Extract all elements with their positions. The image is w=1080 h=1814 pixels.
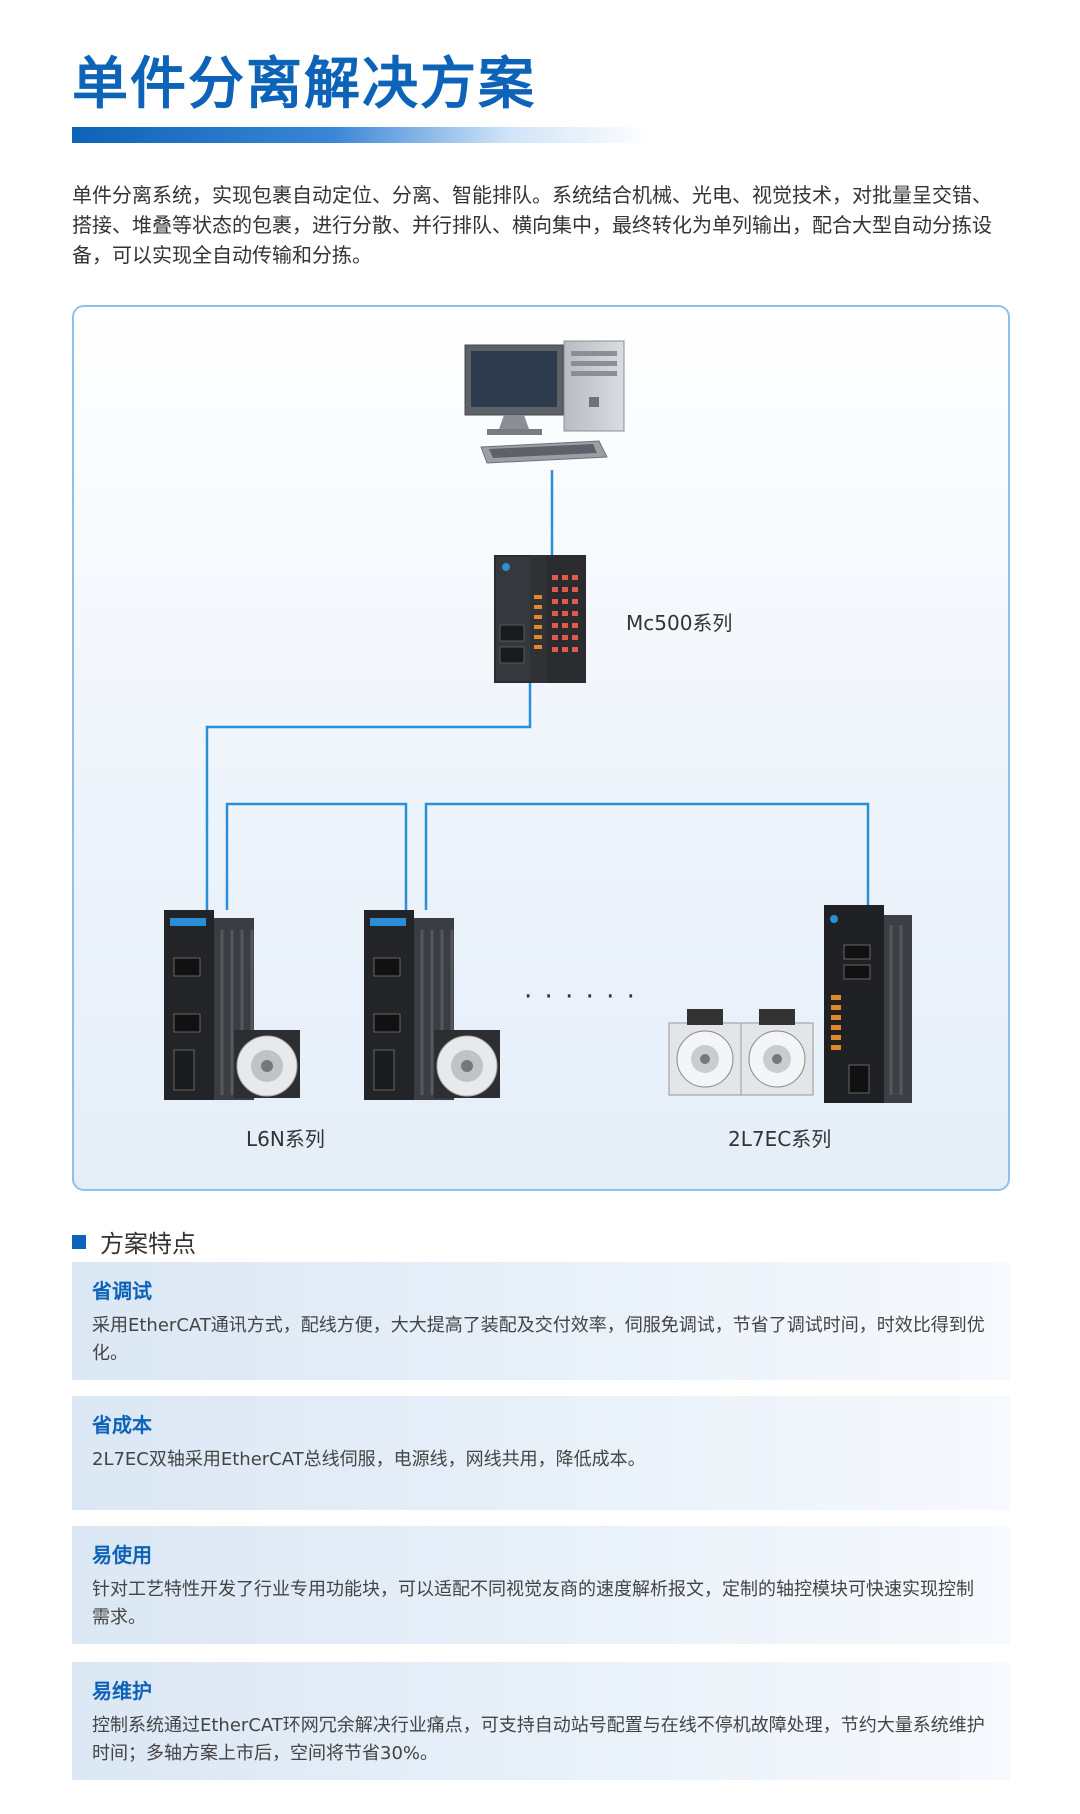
feature-title: 易维护 — [92, 1679, 152, 1703]
intro-paragraph: 单件分离系统，实现包裹自动定位、分离、智能排队。系统结合机械、光电、视觉技术，对… — [72, 183, 992, 267]
feature-card: 省调试 采用EtherCAT通讯方式，配线方便，大大提高了装配及交付效率，伺服免… — [72, 1262, 1010, 1380]
plc-controller-icon — [494, 555, 586, 683]
controller-label: Mc500系列 — [626, 611, 733, 635]
system-diagram: Mc500系列 · · · · · · — [72, 305, 1010, 1191]
feature-title: 省调试 — [92, 1279, 152, 1303]
feature-card: 易使用 针对工艺特性开发了行业专用功能块，可以适配不同视觉友商的速度解析报文，定… — [72, 1526, 1010, 1644]
dual-servo-drive-icon — [668, 905, 912, 1103]
servo-drive-icon — [364, 910, 500, 1100]
heading-square-icon — [72, 1234, 86, 1249]
page-title: 单件分离解决方案 — [72, 52, 536, 117]
feature-card: 省成本 2L7EC双轴采用EtherCAT总线伺服，电源线，网线共用，降低成本。 — [72, 1396, 1010, 1510]
feature-title: 易使用 — [92, 1543, 152, 1567]
servo-left-label: L6N系列 — [246, 1127, 325, 1151]
feature-text: 2L7EC双轴采用EtherCAT总线伺服，电源线，网线共用，降低成本。 — [92, 1449, 646, 1470]
connection-lines — [205, 470, 870, 910]
computer-icon — [464, 340, 625, 464]
features-heading-text: 方案特点 — [100, 1230, 196, 1258]
features-heading: 方案特点 — [72, 1224, 196, 1259]
title-underline — [72, 127, 652, 143]
feature-text: 针对工艺特性开发了行业专用功能块，可以适配不同视觉友商的速度解析报文，定制的轴控… — [92, 1579, 974, 1628]
servo-drive-icon — [164, 910, 300, 1100]
servo-right-label: 2L7EC系列 — [728, 1127, 832, 1151]
feature-card: 易维护 控制系统通过EtherCAT环网冗余解决行业痛点，可支持自动站号配置与在… — [72, 1662, 1010, 1780]
feature-text: 采用EtherCAT通讯方式，配线方便，大大提高了装配及交付效率，伺服免调试，节… — [92, 1315, 985, 1364]
feature-text: 控制系统通过EtherCAT环网冗余解决行业痛点，可支持自动站号配置与在线不停机… — [92, 1715, 985, 1764]
feature-title: 省成本 — [92, 1413, 152, 1437]
ellipsis-more-drives: · · · · · · — [524, 982, 637, 1012]
